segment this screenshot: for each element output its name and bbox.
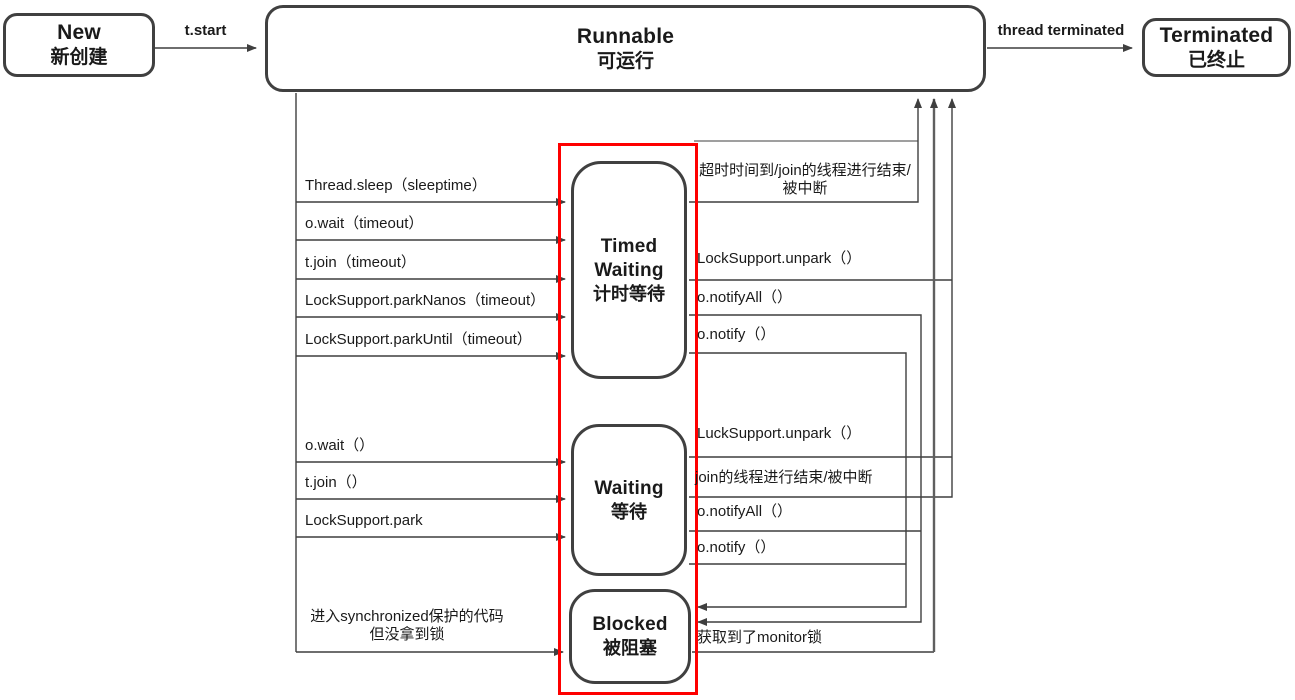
- label-synchronized-line2: 但没拿到锁: [369, 626, 445, 643]
- label-parknanos: LockSupport.parkNanos（timeout）: [305, 292, 546, 309]
- edge-notifyall: [689, 314, 922, 626]
- state-box-new: New 新创建: [3, 13, 155, 77]
- label-notify-waiting: o.notify（）: [697, 539, 776, 556]
- label-unpark-timed: LockSupport.unpark（）: [697, 250, 862, 267]
- label-owait: o.wait（）: [305, 437, 375, 454]
- state-runnable-name: Runnable: [576, 24, 675, 48]
- label-lockpark: LockSupport.park: [305, 512, 423, 529]
- state-box-blocked: Blocked 被阻塞: [569, 589, 691, 684]
- state-timed-waiting-name-zh: 计时等待: [593, 283, 665, 304]
- state-box-terminated: Terminated 已终止: [1142, 18, 1291, 77]
- state-box-runnable: Runnable 可运行: [265, 5, 986, 92]
- edge-notify: [689, 352, 907, 611]
- label-join-end: join的线程进行结束/被中断: [695, 469, 873, 486]
- state-terminated-name-zh: 已终止: [1187, 49, 1245, 71]
- state-new-name-zh: 新创建: [50, 47, 108, 69]
- label-notify-timed: o.notify（）: [697, 326, 776, 343]
- label-tjoin-timeout: t.join（timeout）: [305, 254, 416, 271]
- state-timed-waiting-name1: Timed: [600, 236, 658, 257]
- label-timeout-return: 超时时间到/join的线程进行结束/ 被中断: [693, 162, 917, 198]
- label-monitor: 获取到了monitor锁: [697, 629, 823, 646]
- label-unpark-waiting: LuckSupport.unpark（）: [697, 425, 862, 442]
- edge-timeout-return: [689, 98, 922, 203]
- state-waiting-name-zh: 等待: [611, 501, 647, 522]
- label-owait-timeout: o.wait（timeout）: [305, 215, 424, 232]
- state-runnable-name-zh: 可运行: [596, 50, 654, 72]
- label-t-start: t.start: [184, 22, 227, 39]
- label-notifyall-waiting: o.notifyAll（）: [697, 503, 793, 520]
- state-terminated-name: Terminated: [1159, 23, 1274, 47]
- label-synchronized-line1: 进入synchronized保护的代码: [310, 608, 504, 625]
- label-thread-terminated: thread terminated: [997, 22, 1125, 39]
- highlight-red-frame: [558, 143, 698, 695]
- state-timed-waiting-name2: Waiting: [594, 259, 664, 281]
- edge-join-end-return: [689, 98, 956, 498]
- label-timeout-line2: 被中断: [782, 180, 828, 197]
- state-box-waiting: Waiting 等待: [571, 424, 687, 576]
- label-synchronized: 进入synchronized保护的代码 但没拿到锁: [299, 608, 515, 644]
- state-blocked-name: Blocked: [592, 614, 668, 636]
- state-box-timed-waiting: Timed Waiting 计时等待: [571, 161, 687, 379]
- state-waiting-name: Waiting: [594, 477, 664, 499]
- label-parkuntil: LockSupport.parkUntil（timeout）: [305, 331, 532, 348]
- state-blocked-name-zh: 被阻塞: [603, 638, 657, 659]
- label-thread-sleep: Thread.sleep（sleeptime）: [305, 177, 487, 194]
- label-notifyall-timed: o.notifyAll（）: [697, 289, 793, 306]
- label-tjoin: t.join（）: [305, 474, 367, 491]
- label-timeout-line1: 超时时间到/join的线程进行结束/: [699, 162, 911, 179]
- state-new-name: New: [57, 21, 101, 44]
